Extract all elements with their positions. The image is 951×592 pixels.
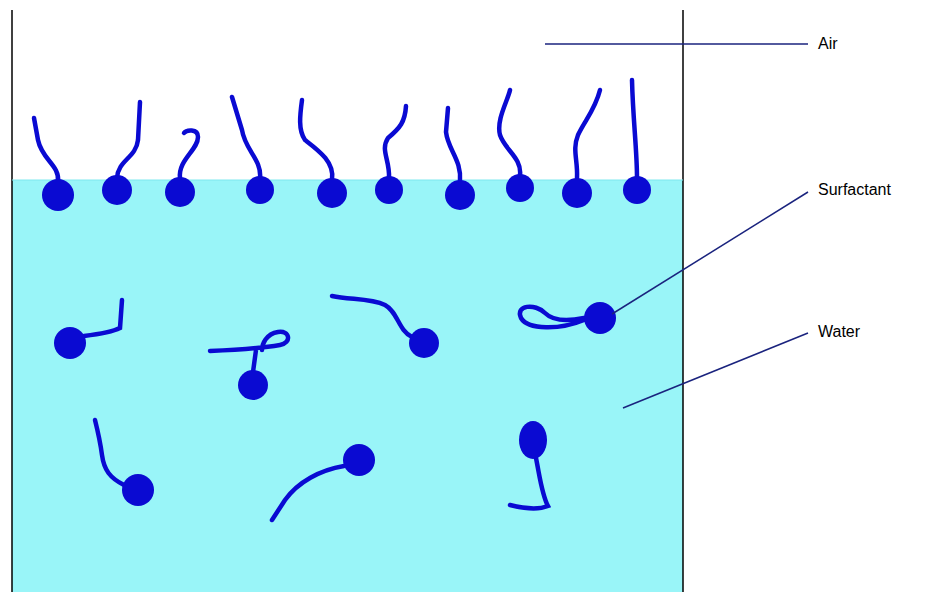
callout-label: Water	[818, 322, 860, 341]
leader-lines	[545, 44, 808, 408]
container-wall	[11, 10, 13, 592]
surfactant-heads	[42, 174, 651, 506]
water-fill	[12, 180, 683, 592]
container-wall	[682, 10, 684, 592]
callout-label: Air	[818, 34, 838, 53]
surfactant-tails	[34, 80, 637, 520]
callout-label: Surfactant	[818, 180, 891, 199]
